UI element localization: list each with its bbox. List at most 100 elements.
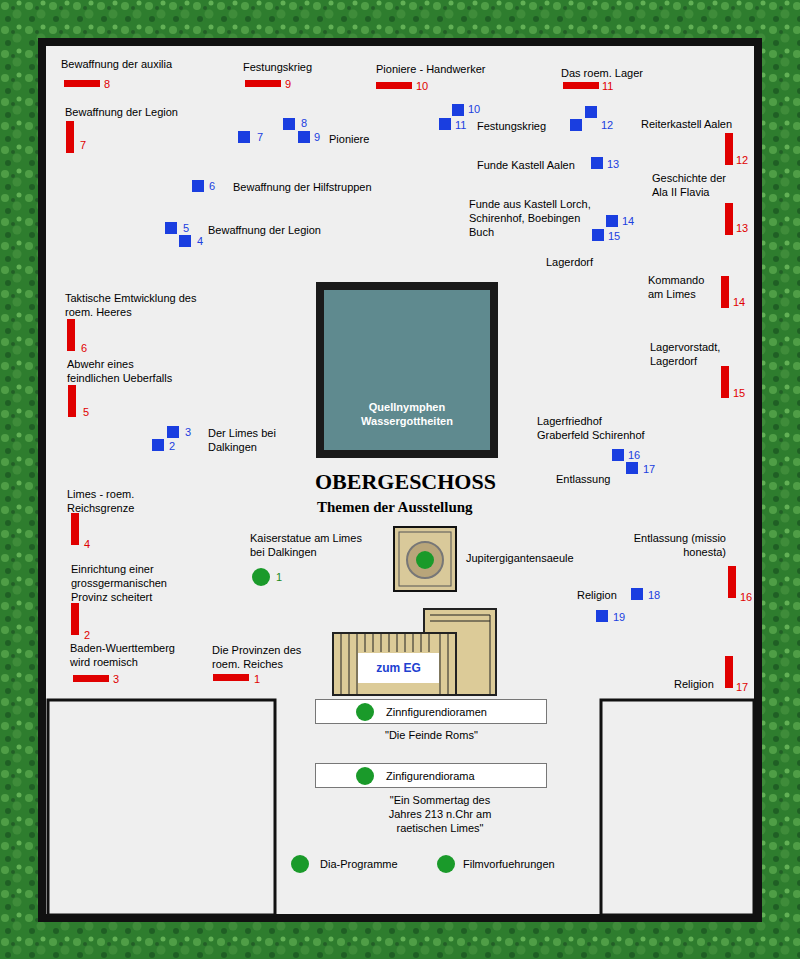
exhibit-label: Der Limes bei Dalkingen (208, 426, 290, 454)
stair-step (365, 633, 366, 652)
blue-marker (152, 439, 164, 451)
exhibit-label: Festungskrieg (477, 119, 546, 133)
green-marker (252, 568, 270, 586)
diorama-caption: "Ein Sommertag des Jahres 213 n.Chr am r… (376, 793, 504, 835)
exhibit-label: Bewaffnung der Hilfstruppen (233, 180, 372, 194)
media-label: Dia-Programme (320, 857, 398, 871)
side-room (48, 700, 275, 915)
stair-step (430, 615, 490, 616)
jupiter-column (394, 527, 456, 591)
theme-label: Taktische Emtwicklung des roem. Heeres (65, 291, 197, 319)
green-marker (356, 703, 374, 721)
callout-number: 10 (468, 102, 480, 116)
callout-number: 18 (648, 588, 660, 602)
red-bar (73, 675, 109, 682)
blue-markers (152, 104, 643, 622)
callout-number: 19 (613, 610, 625, 624)
exhibit-label: Funde Kastell Aalen (477, 158, 575, 172)
red-bar (728, 566, 736, 598)
stair-step (405, 633, 406, 652)
callout-number: 9 (285, 77, 291, 91)
diorama-caption: "Die Feinde Roms" (385, 728, 478, 742)
callout-number: 12 (601, 118, 613, 132)
theme-label: Bewaffnung der Legion (65, 105, 178, 119)
callout-number: 4 (84, 537, 90, 551)
theme-label: Festungskrieg (243, 60, 312, 74)
red-bar (213, 674, 249, 681)
callout-number: 2 (169, 439, 175, 453)
stair-step (381, 633, 382, 652)
red-bar (721, 366, 729, 398)
red-bar (725, 203, 733, 235)
outer-wall (42, 42, 758, 918)
media-label: Filmvorfuehrungen (463, 857, 555, 871)
diorama-case: Zinnfigurendioramen (315, 699, 547, 724)
exhibit-label: Funde aus Kastell Lorch, Schirenhof, Boe… (469, 197, 601, 239)
red-bars (64, 80, 736, 688)
blue-marker (606, 215, 618, 227)
exhibit-label: Pioniere (329, 132, 369, 146)
red-bar (725, 133, 733, 165)
red-bar (563, 82, 599, 89)
blue-marker (238, 131, 250, 143)
theme-label: Kommando am Limes (648, 273, 714, 301)
stair-step (413, 633, 414, 652)
blue-marker (167, 426, 179, 438)
blue-marker (626, 462, 638, 474)
theme-label: Die Provinzen des roem. Reiches (212, 643, 316, 671)
callout-number: 3 (185, 425, 191, 439)
red-bar (376, 82, 412, 89)
red-bar (71, 603, 79, 635)
blue-marker (612, 449, 624, 461)
stair-step (430, 621, 490, 622)
callout-number: 3 (113, 672, 119, 686)
red-bar (71, 513, 79, 545)
callout-number: 11 (455, 118, 466, 132)
green-marker (356, 767, 374, 785)
green-marker (416, 551, 434, 569)
theme-label: Baden-Wuerttemberg wird roemisch (70, 641, 188, 669)
callout-number: 8 (301, 116, 307, 130)
column-base (394, 527, 456, 591)
green-marker (437, 855, 455, 873)
stair-step (349, 633, 350, 695)
theme-label: Lagervorstadt, Lagerdorf (650, 340, 732, 368)
exhibit-label: Jupitergigantensaeule (466, 551, 574, 565)
blue-marker (585, 106, 597, 118)
theme-label: Entlassung (missio honesta) (630, 531, 726, 559)
callout-number: 11 (602, 79, 613, 93)
theme-label: Bewaffnung der auxilia (61, 57, 172, 71)
stair-sign: zum EG (358, 653, 439, 683)
exhibit-label: Religion (577, 588, 617, 602)
node-text: zum EG (376, 661, 421, 675)
callout-number: 17 (736, 680, 748, 694)
column-shaft (407, 542, 443, 578)
theme-label: Abwehr eines feindlichen Ueberfalls (67, 357, 189, 385)
node-text: Zinnfigurendioramen (386, 705, 487, 719)
callout-number: 16 (628, 448, 640, 462)
blue-marker (179, 235, 191, 247)
red-bar (68, 385, 76, 417)
stair-step (440, 633, 441, 695)
callout-number: 13 (607, 157, 619, 171)
red-bar (67, 319, 75, 351)
red-bar (721, 276, 729, 308)
stair-step (373, 633, 374, 652)
blue-marker (591, 157, 603, 169)
callout-number: 15 (733, 386, 745, 400)
callout-number: 14 (733, 295, 745, 309)
plan-title: OBERGESCHOSS (315, 469, 496, 495)
blue-marker (452, 104, 464, 116)
node-text: Quellnymphen Wassergottheiten (347, 400, 467, 428)
callout-number: 9 (314, 130, 320, 144)
exhibit-label: Kaiserstatue am Limes bei Dalkingen (250, 531, 376, 559)
stair-step (341, 633, 342, 695)
diorama-case: Zinfigurendiorama (315, 763, 547, 788)
column-base (399, 532, 451, 586)
stair-step (421, 633, 422, 652)
callout-number: 6 (81, 341, 87, 355)
red-bar (245, 80, 281, 87)
theme-label: Limes - roem. Reichsgrenze (67, 487, 175, 515)
